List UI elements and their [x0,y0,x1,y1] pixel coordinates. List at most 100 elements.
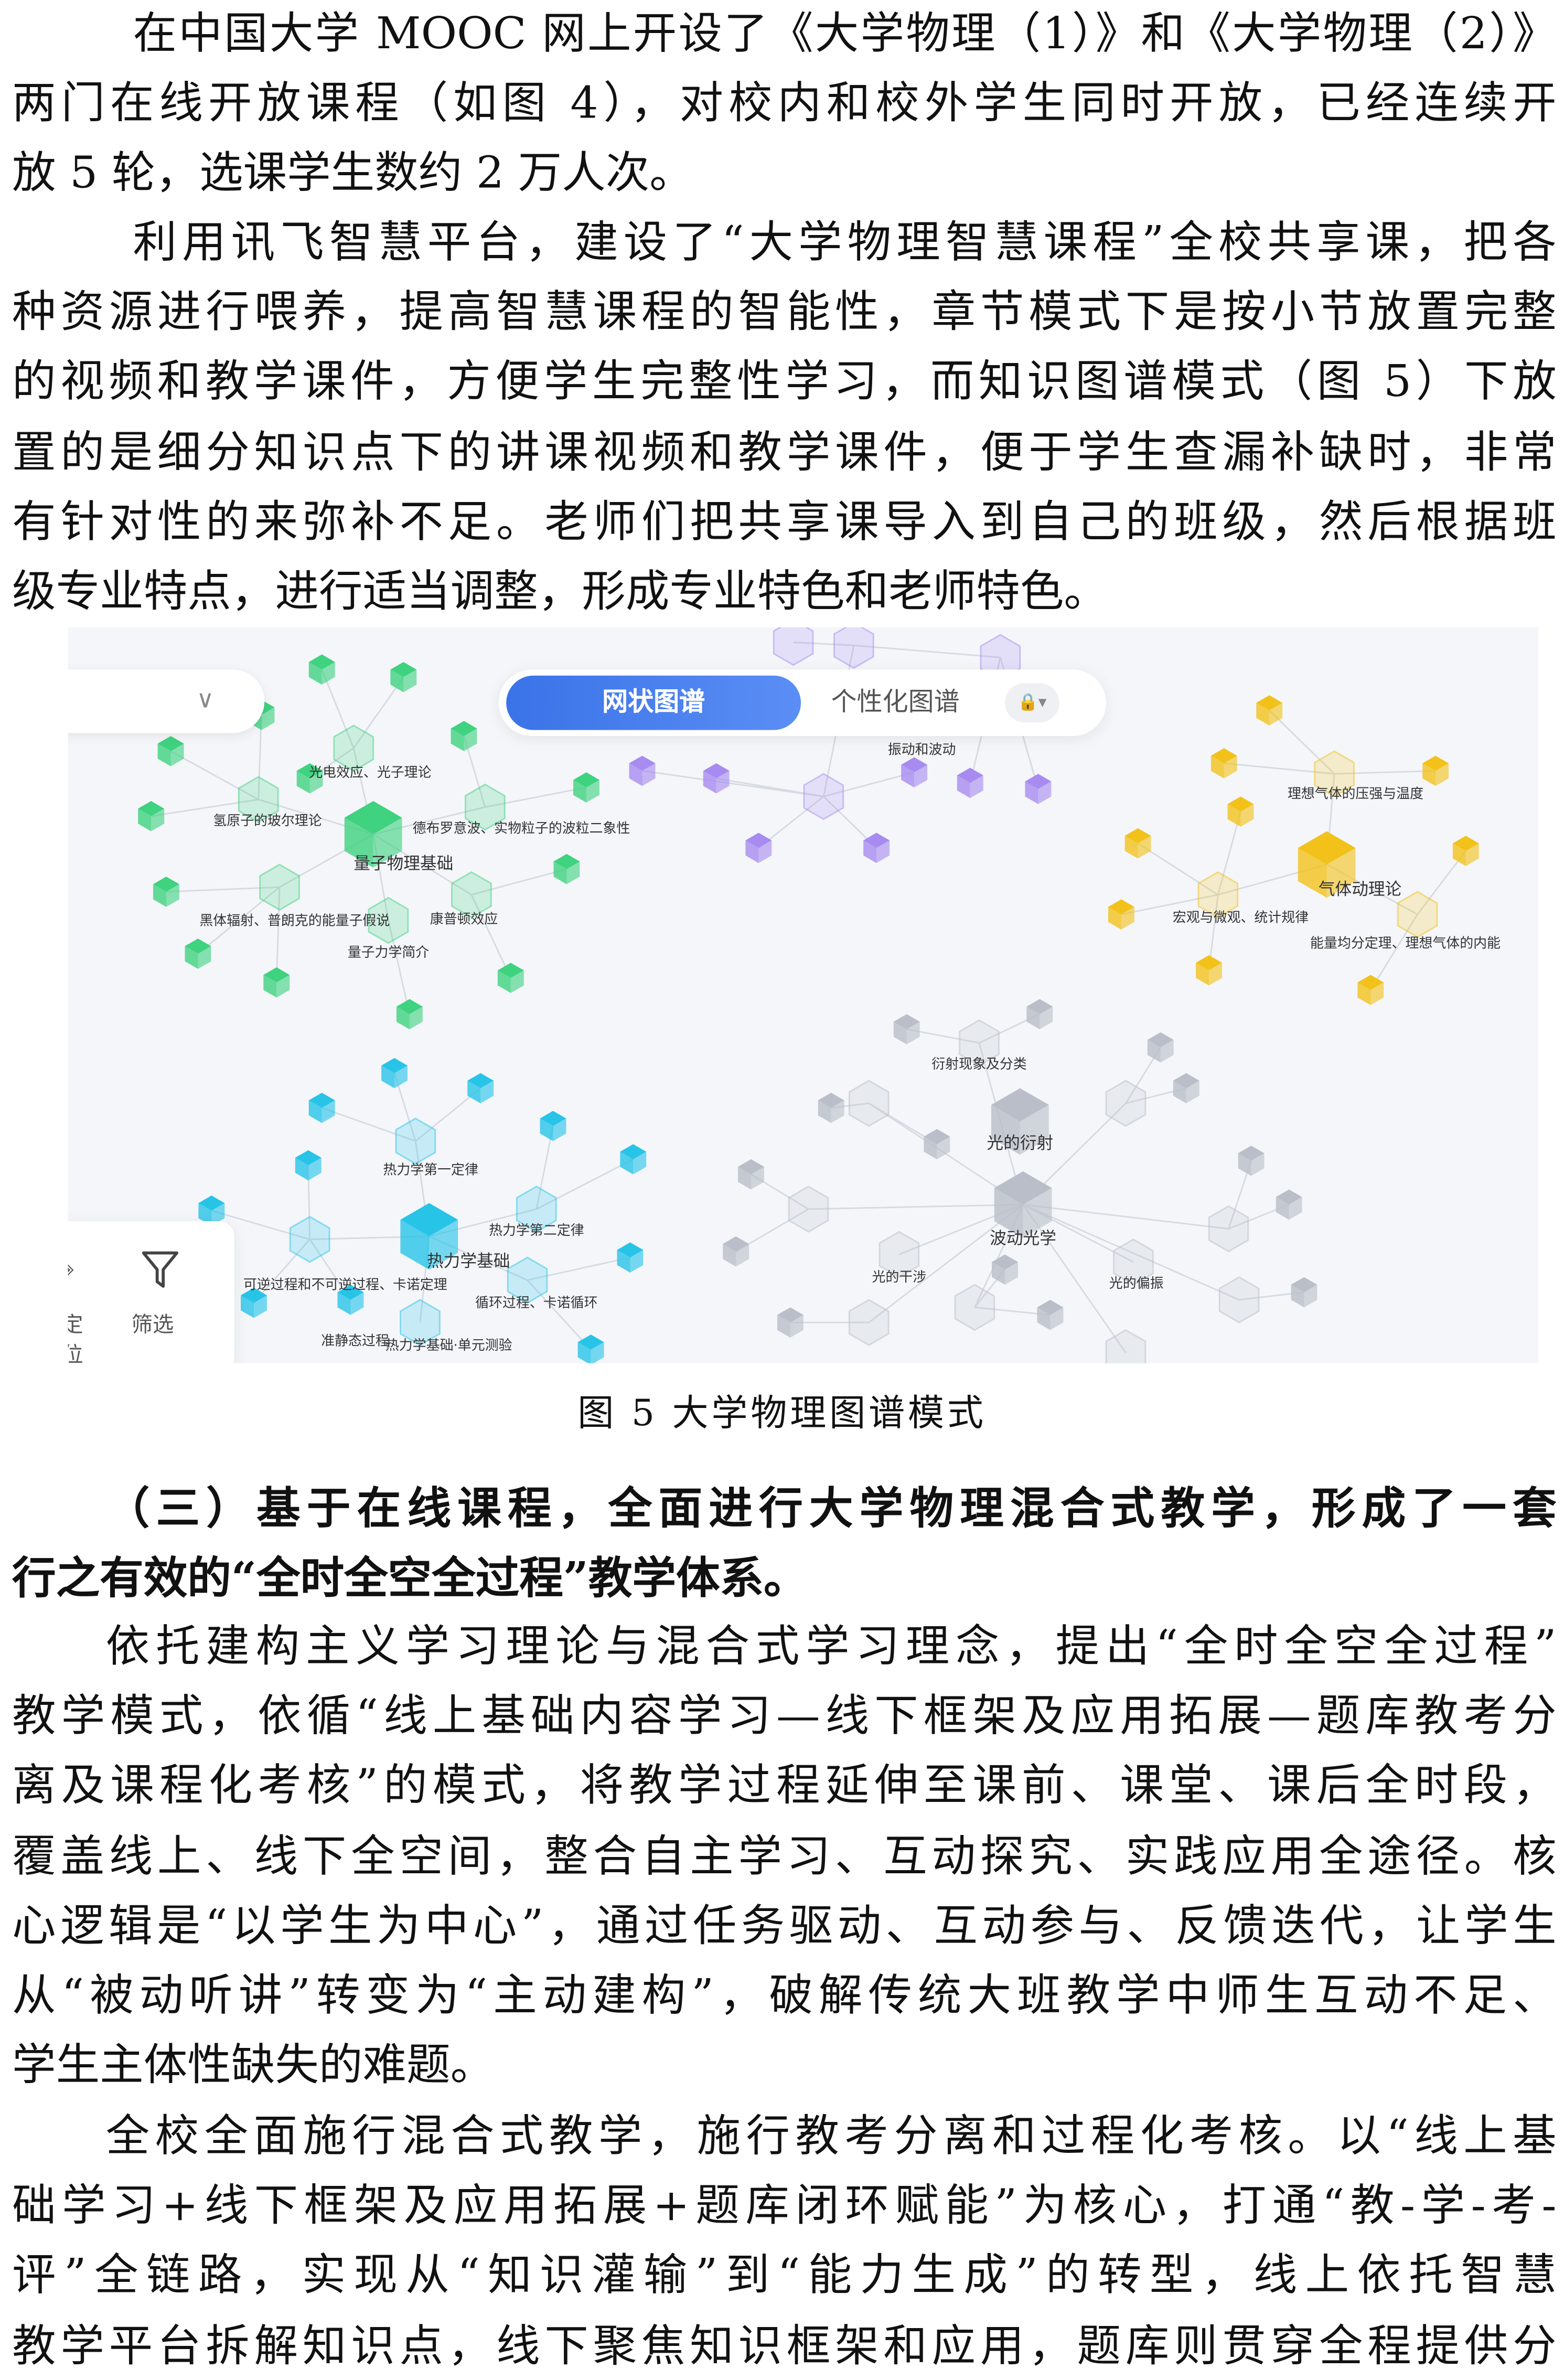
graph-node-green[interactable] [138,801,165,831]
tab-personalized-graph[interactable]: 个性化图谱 [831,687,960,718]
graph-node-gray[interactable] [1218,1276,1260,1324]
cube-node-icon [553,861,567,884]
graph-node-cyan[interactable] [577,1335,604,1363]
graph-node-green[interactable] [333,724,374,772]
graph-node-green[interactable] [464,783,506,831]
graph-node-gray[interactable] [777,1307,804,1338]
graph-node-label: 光电效应、光子理论 [309,765,431,781]
graph-node-purple[interactable] [745,833,772,863]
graph-node-gray[interactable] [1037,1299,1064,1330]
graph-node-purple[interactable] [957,767,983,798]
graph-node-purple[interactable] [803,773,844,820]
graph-node-cyan[interactable] [308,1093,335,1123]
graph-node-gray[interactable] [994,1171,1052,1238]
filter-label[interactable]: 筛选 [131,1313,174,1338]
graph-node-cyan[interactable] [395,1117,436,1165]
graph-node-cyan[interactable] [540,1111,566,1141]
graph-node-gray[interactable] [818,1093,844,1123]
locate-label[interactable]: 定位 [68,1309,83,1363]
graph-node-yellow[interactable] [1397,891,1438,938]
tab-network-graph[interactable]: 网状图谱 [506,675,801,730]
graph-node-green[interactable] [396,999,423,1030]
graph-node-gray[interactable] [1105,1329,1147,1363]
graph-node-gray[interactable] [1026,999,1053,1030]
graph-node-purple[interactable] [703,763,730,794]
graph-node-green[interactable] [497,963,524,993]
graph-node-gray[interactable] [1208,1205,1249,1253]
graph-node-green[interactable] [263,967,290,998]
graph-node-purple[interactable] [629,755,656,786]
graph-node-cyan[interactable] [516,1186,557,1233]
graph-node-yellow[interactable] [1211,748,1237,778]
graph-node-green[interactable] [451,721,477,751]
cube-node-icon [591,1342,604,1363]
graph-node-purple[interactable] [901,757,928,788]
graph-node-gray[interactable] [991,1088,1049,1155]
graph-node-yellow[interactable] [1452,836,1479,866]
graph-node-cyan[interactable] [507,1256,548,1304]
locate-icon[interactable]: ◈ [68,1257,74,1282]
graph-node-cyan[interactable] [400,1299,441,1346]
graph-node-cyan[interactable] [467,1073,494,1104]
cube-node-icon [1298,831,1356,865]
graph-node-green[interactable] [308,654,335,685]
graph-node-green[interactable] [153,877,179,907]
graph-node-yellow[interactable] [1124,828,1151,859]
graph-node-gray[interactable] [893,1014,920,1044]
graph-node-gray[interactable] [1173,1073,1199,1104]
hexagon-node-icon [1113,1238,1154,1286]
graph-node-gray[interactable] [1105,1080,1147,1127]
graph-node-green[interactable] [344,801,402,868]
graph-node-green[interactable] [553,853,580,884]
knowledge-graph[interactable]: 量子物理基础光电效应、光子理论氢原子的玻尔理论德布罗意波、实物粒子的波粒二象性黑… [68,627,1538,1363]
graph-node-gray[interactable] [738,1159,764,1190]
graph-node-gray[interactable] [1238,1145,1265,1176]
graph-node-purple[interactable] [833,627,874,669]
graph-node-purple[interactable] [1025,774,1052,804]
graph-node-purple[interactable] [773,627,814,666]
graph-node-gray[interactable] [848,1080,890,1127]
graph-node-green[interactable] [296,763,323,794]
graph-node-cyan[interactable] [381,1058,408,1088]
graph-node-green[interactable] [185,938,211,969]
graph-node-gray[interactable] [959,1019,1000,1066]
graph-node-cyan[interactable] [400,1203,458,1270]
graph-node-gray[interactable] [1113,1238,1154,1286]
graph-node-yellow[interactable] [1196,955,1222,986]
graph-node-gray[interactable] [1276,1189,1302,1220]
graph-node-cyan[interactable] [198,1196,225,1226]
graph-node-cyan[interactable] [620,1144,647,1175]
graph-node-cyan[interactable] [289,1215,330,1263]
course-dropdown[interactable]: ∨ [68,669,265,733]
lock-icon[interactable]: 🔒▾ [1004,683,1059,723]
graph-node-yellow[interactable] [1197,871,1239,919]
graph-node-cyan[interactable] [295,1150,322,1181]
graph-node-green[interactable] [573,772,599,803]
graph-node-gray[interactable] [1291,1277,1317,1308]
graph-node-yellow[interactable] [1422,755,1449,786]
graph-node-gray[interactable] [1147,1032,1174,1063]
graph-node-gray[interactable] [954,1284,995,1331]
graph-node-gray[interactable] [992,1254,1018,1285]
graph-node-green[interactable] [368,896,409,944]
graph-node-gray[interactable] [879,1231,920,1278]
graph-node-green[interactable] [238,776,279,824]
graph-node-yellow[interactable] [1256,695,1283,725]
cube-node-icon [620,1144,647,1159]
graph-node-yellow[interactable] [1108,899,1134,930]
graph-edge [211,1210,310,1240]
cube-node-icon [1227,804,1241,827]
graph-node-gray[interactable] [788,1186,829,1233]
graph-node-yellow[interactable] [1357,975,1384,1005]
graph-node-purple[interactable] [863,833,890,863]
graph-node-green[interactable] [259,863,300,911]
graph-node-yellow[interactable] [1227,796,1254,827]
graph-node-green[interactable] [451,871,492,919]
graph-node-green[interactable] [390,661,417,692]
graph-node-gray[interactable] [924,1129,950,1159]
graph-node-cyan[interactable] [617,1242,644,1273]
graph-node-green[interactable] [157,736,184,766]
graph-node-gray[interactable] [723,1236,749,1267]
graph-node-gray[interactable] [848,1299,890,1346]
graph-node-yellow[interactable] [1314,750,1355,798]
